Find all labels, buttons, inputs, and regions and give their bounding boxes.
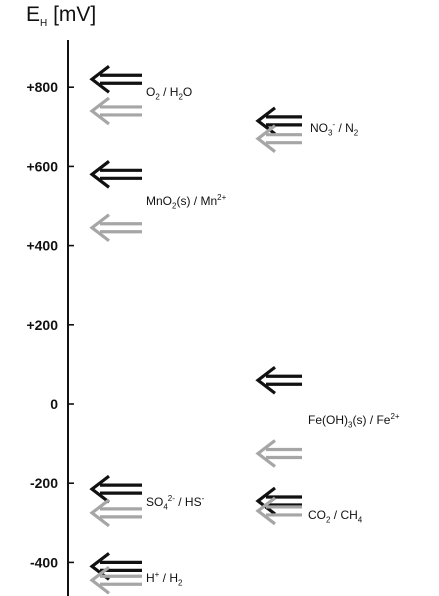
tick-label: 0 [50, 396, 58, 412]
couple-label-feoh3-fe2: Fe(OH)3(s) / Fe2+ [308, 412, 400, 429]
arrow-fe-black [255, 365, 302, 395]
couple-text-part: 4 [163, 502, 168, 512]
couple-text-part: 2 [326, 515, 331, 525]
arrow-o2-gray [89, 96, 142, 126]
couple-text-part: (s) / Fe [352, 413, 391, 427]
couple-text-part: SO [146, 495, 164, 509]
axis-ticks: +800 +600 +400 +200 0 -200 -400 [26, 79, 74, 570]
couple-text-part: 2+ [390, 412, 400, 421]
axis-title-main: E [26, 3, 41, 26]
couple-text-part: 3 [328, 128, 333, 138]
couple-text-part: / H [159, 85, 179, 99]
couple-label-h-h2: H+ / H2 [146, 570, 182, 587]
couple-text-part: / H [159, 571, 179, 585]
arrow-o2-black [89, 65, 142, 94]
couple-text-part: 2 [353, 128, 359, 138]
couple-text-part: 4 [357, 515, 363, 525]
arrow-co2-gray [255, 496, 302, 526]
couple-label-co2-ch4: CO2 / CH4 [308, 508, 362, 524]
couple-label-no3-n2: NO3- / N2 [310, 120, 358, 137]
tick-label: -400 [30, 554, 58, 570]
couple-text-part: / HS [174, 495, 202, 509]
tick-label: +400 [26, 238, 58, 254]
couple-text-part: 2- [167, 494, 175, 503]
axis-title: EH [mV] [26, 3, 96, 29]
arrow-co2-black [255, 486, 302, 516]
couple-text-part: MnO [146, 194, 173, 208]
couple-label-mno2-mn2: MnO2(s) / Mn2+ [146, 193, 226, 210]
couple-text-part: (s) / Mn [176, 194, 218, 208]
arrow-so4-gray [89, 498, 142, 528]
axis-title-sub: H [40, 18, 48, 30]
couple-text-part: 2+ [217, 193, 227, 202]
couple-text-part: H [146, 571, 155, 585]
couple-text-part: 2 [172, 201, 177, 211]
couple-text-part: 2 [155, 92, 160, 102]
couple-text-part: - [201, 494, 205, 503]
tick-label: +800 [26, 79, 58, 95]
couple-text-part: Fe(OH) [308, 413, 348, 427]
couple-text-part: CO [308, 508, 326, 522]
arrow-mno2-black [89, 160, 142, 189]
arrows [89, 65, 302, 595]
couple-text-part: / N [335, 121, 354, 135]
couple-text-part: O [182, 85, 193, 99]
couple-label-o2-h2o: O2 / H2O [146, 85, 192, 101]
couple-text-part: 2 [178, 92, 183, 102]
couple-text-part: + [154, 570, 160, 579]
arrow-no3-gray [255, 124, 302, 153]
couple-text-part: O [146, 85, 156, 99]
arrow-fe-gray [255, 439, 302, 468]
arrow-so4-black [89, 474, 142, 504]
tick-label: -200 [30, 475, 58, 491]
couple-text-part: NO [310, 121, 328, 135]
tick-label: +600 [26, 158, 58, 174]
couple-text-part: / CH [330, 508, 358, 522]
couple-text-part: 2 [178, 578, 183, 588]
couple-label-so4-hs: SO42- / HS- [146, 494, 204, 511]
arrow-mno2-gray [89, 213, 142, 243]
couple-text-part: - [332, 120, 336, 129]
couple-text-part: 3 [348, 420, 353, 430]
arrow-h-gray [89, 565, 142, 595]
arrow-no3-black [255, 106, 302, 136]
tick-label: +200 [26, 317, 58, 333]
axis-title-unit: [mV] [47, 3, 97, 26]
